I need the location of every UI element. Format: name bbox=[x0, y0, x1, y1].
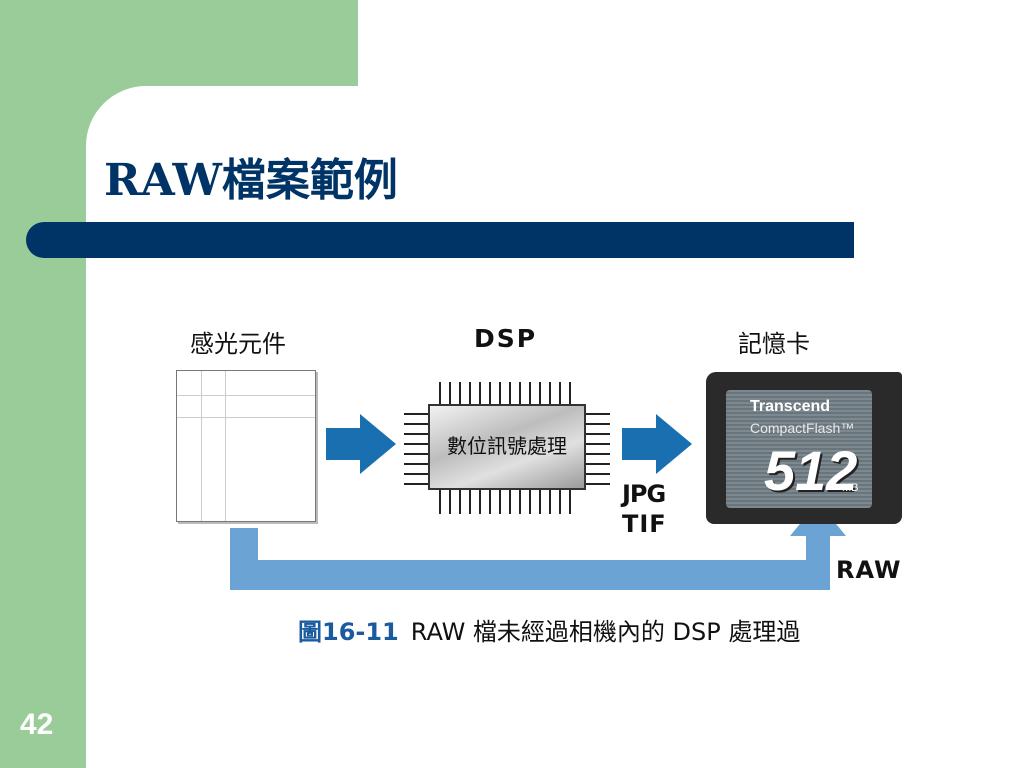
figure-number: 圖16-11 bbox=[298, 618, 399, 646]
image-sensor bbox=[176, 370, 316, 522]
chip-pins-left bbox=[404, 413, 428, 485]
dsp-chip-label: 數位訊號處理 bbox=[447, 434, 567, 458]
figure-caption: 圖16-11 RAW 檔未經過相機內的 DSP 處理過 bbox=[298, 612, 800, 647]
left-green-band bbox=[0, 0, 86, 768]
format-jpg-label: JPG bbox=[622, 480, 666, 508]
dsp-to-card-arrow bbox=[622, 414, 692, 474]
top-green-band bbox=[0, 0, 358, 86]
card-capacity-unit: MB bbox=[842, 482, 859, 494]
card-type: CompactFlash™ bbox=[750, 420, 855, 436]
card-brand: Transcend bbox=[750, 398, 831, 415]
figure-caption-text: RAW 檔未經過相機內的 DSP 處理過 bbox=[410, 618, 801, 646]
chip-pins-right bbox=[586, 413, 610, 485]
sensor-to-dsp-arrow bbox=[326, 414, 396, 474]
page-number: 42 bbox=[20, 708, 54, 741]
title-underline-bar bbox=[26, 222, 854, 258]
memory-card-label: 記憶卡 bbox=[738, 330, 810, 358]
slide-title: RAW檔案範例 bbox=[104, 155, 398, 206]
dsp-label: DSP bbox=[474, 324, 538, 353]
raw-label: RAW bbox=[836, 556, 902, 584]
dsp-chip bbox=[428, 404, 586, 490]
chip-pins-top bbox=[439, 382, 571, 404]
chip-pins-bottom bbox=[439, 490, 571, 514]
raw-bypass-arrow bbox=[230, 502, 846, 590]
format-tif-label: TIF bbox=[622, 510, 667, 538]
card-capacity: 512 bbox=[764, 439, 858, 502]
sensor-label: 感光元件 bbox=[190, 330, 286, 358]
card-label-panel bbox=[726, 390, 872, 508]
